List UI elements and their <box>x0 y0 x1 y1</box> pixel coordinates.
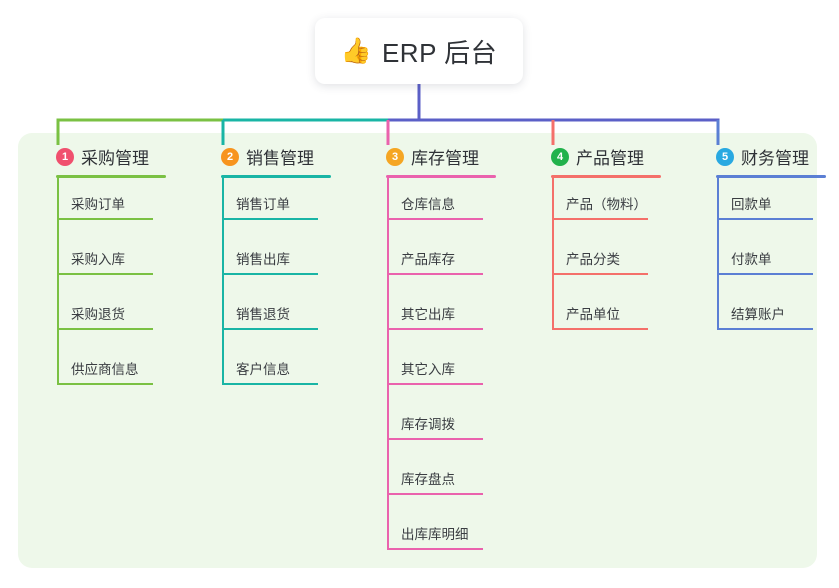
leaf-node[interactable]: 销售出库 <box>222 235 318 275</box>
leaf-label: 采购入库 <box>71 252 125 267</box>
column-rail-1 <box>57 178 59 385</box>
leaf-node[interactable]: 客户信息 <box>222 345 318 385</box>
leaf-node[interactable]: 出库库明细 <box>387 510 483 550</box>
column-badge-4: 4 <box>551 147 569 166</box>
leaf-label: 库存盘点 <box>401 472 455 487</box>
leaf-rule <box>717 273 813 275</box>
leaf-node[interactable]: 付款单 <box>717 235 813 275</box>
leaf-label: 销售出库 <box>236 252 290 267</box>
column-badge-1: 1 <box>56 147 74 166</box>
leaf-rule <box>222 218 318 220</box>
column-badge-3: 3 <box>386 147 404 166</box>
leaf-label: 采购订单 <box>71 197 125 212</box>
leaf-rule <box>57 328 153 330</box>
leaf-rule <box>552 273 648 275</box>
leaf-label: 结算账户 <box>731 307 785 322</box>
root-node-card[interactable]: 👍 ERP 后台 <box>315 18 523 84</box>
leaf-node[interactable]: 采购入库 <box>57 235 153 275</box>
leaf-label: 出库库明细 <box>401 527 469 542</box>
leaf-rule <box>222 328 318 330</box>
leaf-rule <box>717 328 813 330</box>
leaf-rule <box>387 383 483 385</box>
thumbs-up-icon: 👍 <box>340 36 372 65</box>
column-rail-2 <box>222 178 224 385</box>
column-badge-5: 5 <box>716 147 734 166</box>
leaf-node[interactable]: 供应商信息 <box>57 345 153 385</box>
leaf-node[interactable]: 产品（物料） <box>552 180 648 220</box>
leaf-node[interactable]: 仓库信息 <box>387 180 483 220</box>
leaf-label: 其它出库 <box>401 307 455 322</box>
column-rail-5 <box>717 178 719 330</box>
column-header-rule-3 <box>386 175 496 178</box>
column-title-5: 财务管理 <box>741 149 809 168</box>
leaf-node[interactable]: 库存调拨 <box>387 400 483 440</box>
leaf-label: 销售订单 <box>236 197 290 212</box>
leaf-node[interactable]: 采购订单 <box>57 180 153 220</box>
column-header-rule-5 <box>716 175 826 178</box>
leaf-rule <box>552 328 648 330</box>
leaf-rule <box>57 273 153 275</box>
leaf-rule <box>387 548 483 550</box>
leaf-node[interactable]: 结算账户 <box>717 290 813 330</box>
leaf-rule <box>222 383 318 385</box>
leaf-node[interactable]: 产品单位 <box>552 290 648 330</box>
leaf-label: 产品（物料） <box>566 197 647 212</box>
columns-container: 1 采购管理采购订单采购入库采购退货供应商信息 2 销售管理销售订单销售出库销售退货客… <box>18 133 826 568</box>
leaf-rule <box>387 328 483 330</box>
leaf-node[interactable]: 销售订单 <box>222 180 318 220</box>
column-header-rule-4 <box>551 175 661 178</box>
leaf-label: 销售退货 <box>236 307 290 322</box>
diagram-panel <box>18 133 817 568</box>
root-node-content: 👍 ERP 后台 <box>341 33 497 70</box>
leaf-label: 产品单位 <box>566 307 620 322</box>
column-badge-2: 2 <box>221 147 239 166</box>
leaf-label: 回款单 <box>731 197 772 212</box>
leaf-node[interactable]: 其它出库 <box>387 290 483 330</box>
column-title-3: 库存管理 <box>411 149 479 168</box>
leaf-node[interactable]: 销售退货 <box>222 290 318 330</box>
column-header-rule-2 <box>221 175 331 178</box>
leaf-rule <box>552 218 648 220</box>
leaf-label: 产品分类 <box>566 252 620 267</box>
column-header-rule-1 <box>56 175 166 178</box>
leaf-label: 采购退货 <box>71 307 125 322</box>
column-header-3[interactable]: 3 库存管理 <box>386 144 479 169</box>
column-title-1: 采购管理 <box>81 149 149 168</box>
leaf-rule <box>57 218 153 220</box>
leaf-node[interactable]: 其它入库 <box>387 345 483 385</box>
leaf-label: 产品库存 <box>401 252 455 267</box>
column-header-2[interactable]: 2 销售管理 <box>221 144 314 169</box>
leaf-label: 付款单 <box>731 252 772 267</box>
column-title-2: 销售管理 <box>246 149 314 168</box>
leaf-rule <box>57 383 153 385</box>
column-title-4: 产品管理 <box>576 149 644 168</box>
leaf-node[interactable]: 回款单 <box>717 180 813 220</box>
column-rail-3 <box>387 178 389 550</box>
leaf-rule <box>387 438 483 440</box>
leaf-label: 其它入库 <box>401 362 455 377</box>
leaf-rule <box>387 493 483 495</box>
leaf-node[interactable]: 产品分类 <box>552 235 648 275</box>
column-header-5[interactable]: 5 财务管理 <box>716 144 809 169</box>
page-title: ERP 后台 <box>381 37 498 68</box>
column-header-1[interactable]: 1 采购管理 <box>56 144 149 169</box>
leaf-label: 仓库信息 <box>401 197 455 212</box>
column-rail-4 <box>552 178 554 330</box>
column-header-4[interactable]: 4 产品管理 <box>551 144 644 169</box>
leaf-label: 客户信息 <box>236 362 290 377</box>
leaf-node[interactable]: 产品库存 <box>387 235 483 275</box>
leaf-rule <box>387 273 483 275</box>
leaf-node[interactable]: 库存盘点 <box>387 455 483 495</box>
leaf-node[interactable]: 采购退货 <box>57 290 153 330</box>
leaf-rule <box>222 273 318 275</box>
leaf-rule <box>717 218 813 220</box>
leaf-label: 库存调拨 <box>401 417 455 432</box>
leaf-label: 供应商信息 <box>71 362 139 377</box>
leaf-rule <box>387 218 483 220</box>
